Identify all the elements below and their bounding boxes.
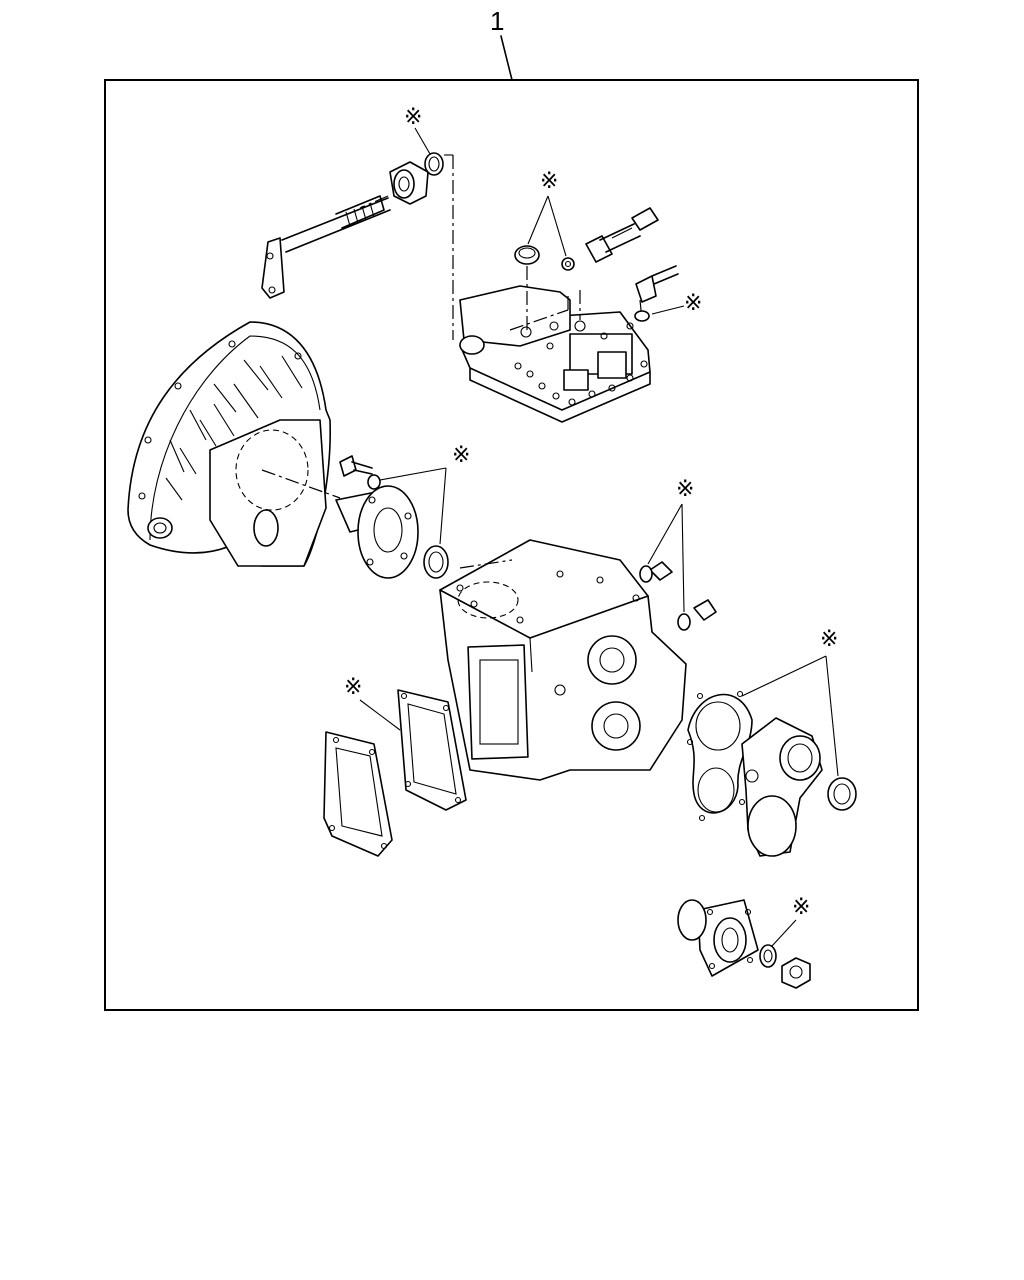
side-cover-gasket <box>397 689 467 811</box>
flange-washer <box>759 944 777 968</box>
clutch-housing <box>127 321 331 567</box>
flange-nut <box>781 957 811 989</box>
fitting-washer <box>634 310 650 322</box>
transmission-case <box>439 539 687 781</box>
cover-washer <box>561 257 575 271</box>
callout-number: 1 <box>490 6 504 36</box>
kit-marker-rear-seal: ※ <box>820 627 838 652</box>
callout-leader <box>500 35 513 81</box>
kit-marker-plug-washer: ※ <box>676 477 694 502</box>
oil-seal-ring <box>424 152 444 176</box>
bearing-retainer <box>335 485 419 579</box>
axis-line <box>261 469 341 499</box>
top-cover <box>459 285 651 423</box>
kit-marker-cover-seal: ※ <box>540 169 558 194</box>
rear-gasket <box>686 690 753 822</box>
sensor-switch <box>585 207 659 263</box>
rear-extension-housing <box>741 717 823 857</box>
rear-oil-seal <box>827 777 857 811</box>
kit-marker-side-gasket: ※ <box>344 675 362 700</box>
kit-marker-flange-washer: ※ <box>792 895 810 920</box>
kit-marker-shaft-seal: ※ <box>404 105 422 130</box>
cover-oil-seal <box>514 245 540 265</box>
side-cover <box>323 731 393 857</box>
bolt-washer <box>367 474 381 490</box>
kit-frame <box>104 79 919 1011</box>
companion-flange <box>677 899 759 977</box>
retainer-bolt <box>339 455 373 477</box>
shift-shaft-assembly <box>261 152 444 299</box>
kit-marker-input-seal: ※ <box>452 443 470 468</box>
drain-plug-upper <box>639 561 673 583</box>
input-oil-seal <box>423 545 449 579</box>
drain-plug-lower <box>677 599 717 631</box>
elbow-fitting <box>635 265 679 321</box>
kit-marker-fitting-washer: ※ <box>684 291 702 316</box>
